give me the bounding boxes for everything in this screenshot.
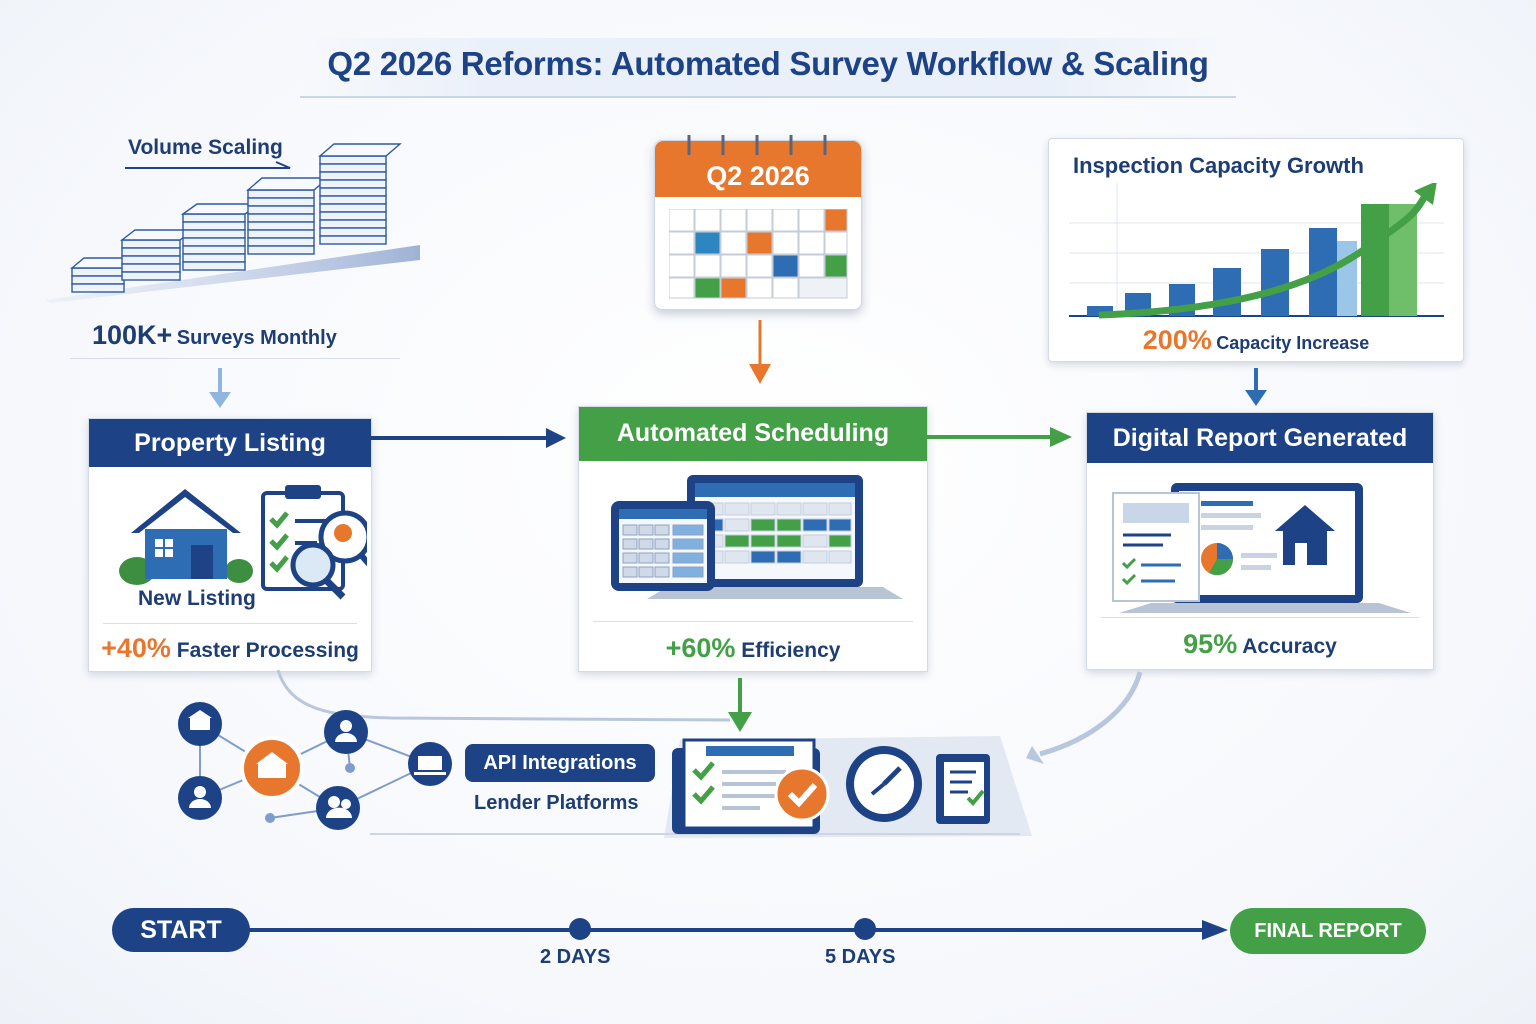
volume-metric-text: Surveys Monthly [176,327,337,349]
calendar-icon: Q2 2026 [654,135,862,310]
calendar-rings [687,135,827,155]
arrow-listing-to-scheduling [370,428,566,448]
api-integrations-badge: API Integrations [465,744,655,782]
listing-caption: New Listing [138,587,256,610]
timeline-final-report: FINAL REPORT [1230,908,1426,954]
volume-metric: 100K+ Surveys Monthly [92,320,337,351]
stage-digital-report: Digital Report Generated 95% Accuracy [1086,412,1434,670]
scheduling-divider [593,621,913,622]
capacity-title: Inspection Capacity Growth [1073,153,1364,178]
title-band [300,38,1236,98]
volume-scaling-label: Volume Scaling [128,136,283,159]
timeline-mark-2-days: 2 DAYS [540,946,611,968]
scheduling-metric-text: Efficiency [741,639,841,662]
volume-metric-value: 100K+ [92,320,173,350]
integration-platform [178,669,1143,838]
capacity-metric: 200% Capacity Increase [1049,325,1463,356]
capacity-metric-text: Capacity Increase [1216,333,1370,353]
scheduling-metric: +60% Efficiency [579,633,927,664]
arrow-scheduling-to-report [926,427,1072,447]
listing-metric-value: +40% [101,633,171,663]
house-checklist-icon [119,485,367,600]
capacity-metric-value: 200% [1142,325,1212,355]
stage-report-title: Digital Report Generated [1087,413,1433,463]
listing-metric: +40% Faster Processing [89,633,371,664]
capacity-bar-chart [1069,183,1444,319]
stacked-documents-icon [45,143,420,303]
capacity-growth-card: Inspection Capacity Growth 200% Capacity… [1048,138,1464,362]
report-laptop-icon [1112,483,1411,613]
report-metric-text: Accuracy [1242,635,1337,658]
timeline-mark-5-days: 5 DAYS [825,946,896,968]
network-nodes [178,702,452,830]
volume-divider [70,358,400,359]
arrow-calendar-to-scheduling [749,320,771,384]
report-metric: 95% Accuracy [1087,629,1433,660]
stage-automated-scheduling: Automated Scheduling +60% Efficiency [578,406,928,672]
timeline-track [240,918,1228,940]
timeline-start: START [112,908,250,952]
lender-platforms-label: Lender Platforms [474,792,639,814]
report-metric-value: 95% [1183,629,1238,659]
scheduling-metric-value: +60% [665,633,736,663]
page-title: Q2 2026 Reforms: Automated Survey Workfl… [327,45,1209,82]
arrow-volume-to-listing [209,368,231,408]
report-divider [1101,617,1419,618]
calendar-grid [669,209,848,299]
volume-scaling-panel: Volume Scaling [40,120,430,370]
listing-divider [103,623,357,624]
arrow-capacity-to-report [1245,368,1267,406]
listing-metric-text: Faster Processing [176,639,359,662]
stage-scheduling-title: Automated Scheduling [579,407,927,461]
calendar-label: Q2 2026 [706,161,810,191]
stage-listing-title: Property Listing [89,419,371,467]
laptop-scheduler-icon [611,475,903,599]
stage-property-listing: Property Listing New Listing +40% Faster… [88,418,372,672]
